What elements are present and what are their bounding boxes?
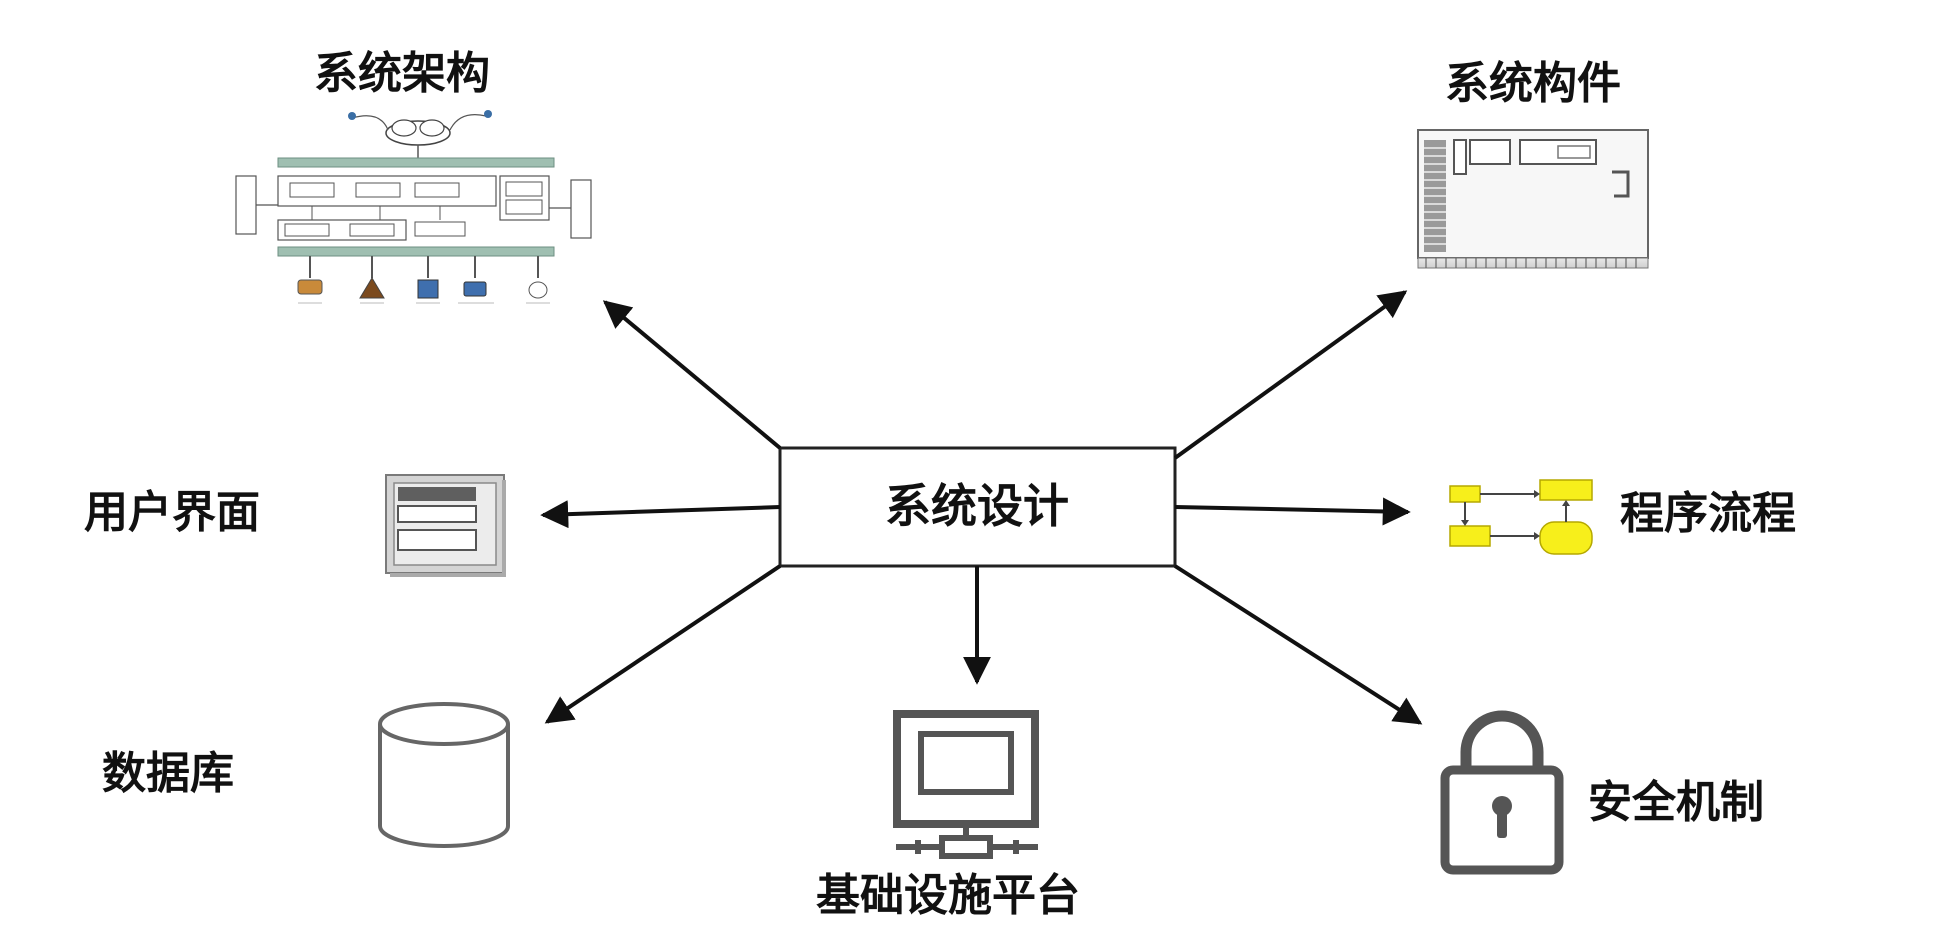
padlock-icon	[1440, 710, 1564, 875]
system-architecture-diagram-icon	[235, 110, 592, 304]
window-form-icon	[385, 474, 506, 577]
node-ui: 用户界面	[84, 474, 506, 577]
arrow-to-database	[544, 564, 782, 724]
architecture-label: 系统架构	[314, 48, 490, 99]
components-label: 系统构件	[1445, 58, 1621, 109]
connector-arrows	[540, 290, 1423, 725]
infrastructure-label: 基础设施平台	[816, 870, 1080, 921]
node-flow: 程序流程	[1449, 479, 1796, 555]
node-database: 数据库	[102, 702, 510, 848]
node-security: 安全机制	[1440, 710, 1764, 875]
circuit-board-icon	[1417, 129, 1649, 269]
flow-label: 程序流程	[1620, 488, 1796, 539]
center-label: 系统设计	[885, 479, 1069, 533]
database-cylinder-icon	[378, 702, 510, 848]
node-components: 系统构件	[1417, 58, 1649, 269]
center-node: 系统设计	[778, 446, 1177, 568]
database-label: 数据库	[102, 748, 234, 799]
security-label: 安全机制	[1588, 777, 1764, 828]
arrow-to-ui	[540, 500, 781, 529]
node-architecture: 系统架构	[235, 48, 592, 304]
networked-computer-icon	[893, 710, 1039, 859]
arrow-to-flow	[1174, 497, 1411, 526]
arrow-to-security	[1173, 564, 1423, 725]
ui-label: 用户界面	[84, 487, 260, 538]
node-infrastructure: 基础设施平台	[816, 710, 1080, 921]
arrow-to-components	[1173, 290, 1408, 460]
arrow-to-architecture	[602, 300, 782, 450]
center-box	[778, 446, 1177, 568]
flowchart-icon	[1449, 479, 1593, 555]
